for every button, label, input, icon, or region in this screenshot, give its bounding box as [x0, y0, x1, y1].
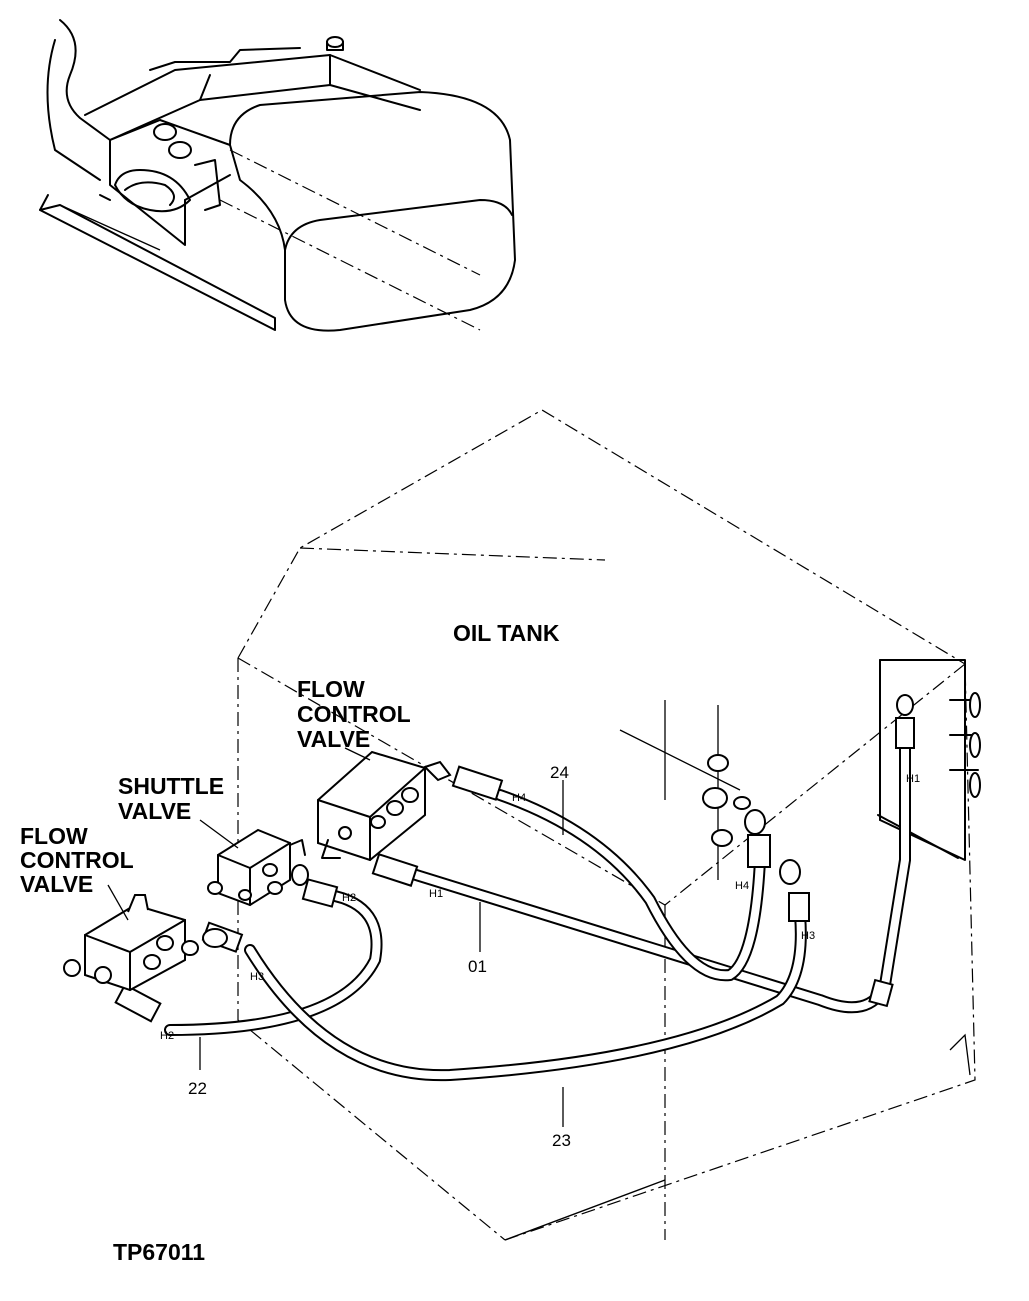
- upper-flow-control-valve-label-line2: CONTROL: [297, 701, 411, 727]
- callout-item-24: 24: [550, 763, 569, 782]
- shuttle-valve: [207, 828, 309, 907]
- lower-flow-control-valve-label-line1: FLOW: [20, 823, 88, 849]
- hose-tag-h3-left: H3: [250, 971, 264, 983]
- hose-tag-h2-upper: H2: [342, 892, 356, 904]
- hose-tag-h2-lower: H2: [160, 1030, 174, 1042]
- upper-flow-control-valve: [317, 750, 452, 862]
- hose-tag-h4-right: H4: [735, 880, 749, 892]
- upper-flow-control-valve-label-line1: FLOW: [297, 676, 365, 702]
- callout-item-22: 22: [188, 1079, 207, 1098]
- shuttle-valve-label-line2: VALVE: [118, 798, 191, 824]
- lower-flow-control-valve-label-line2: CONTROL: [20, 847, 134, 873]
- hose-fittings: [114, 694, 915, 1023]
- hose-tag-h1-right: H1: [906, 773, 920, 785]
- callout-item-23: 23: [552, 1131, 571, 1150]
- hose-tag-h3-right: H3: [801, 930, 815, 942]
- shuttle-valve-label-line1: SHUTTLE: [118, 773, 224, 799]
- machine-overview-inset: [39, 19, 516, 332]
- drawing-id-label: TP67011: [113, 1239, 205, 1265]
- lower-flow-control-valve: [63, 894, 228, 992]
- leader-lines: [107, 747, 564, 1127]
- hose-tag-h1-middle: H1: [429, 888, 443, 900]
- mounting-bracket: [877, 659, 981, 861]
- oil-tank-outline: [237, 409, 976, 1241]
- oil-tank-label: OIL TANK: [453, 620, 560, 646]
- lower-flow-control-valve-label-line3: VALVE: [20, 871, 93, 897]
- hose-tag-h4-top: H4: [512, 792, 526, 804]
- callout-item-01: 01: [468, 957, 487, 976]
- upper-flow-control-valve-label-line3: VALVE: [297, 726, 370, 752]
